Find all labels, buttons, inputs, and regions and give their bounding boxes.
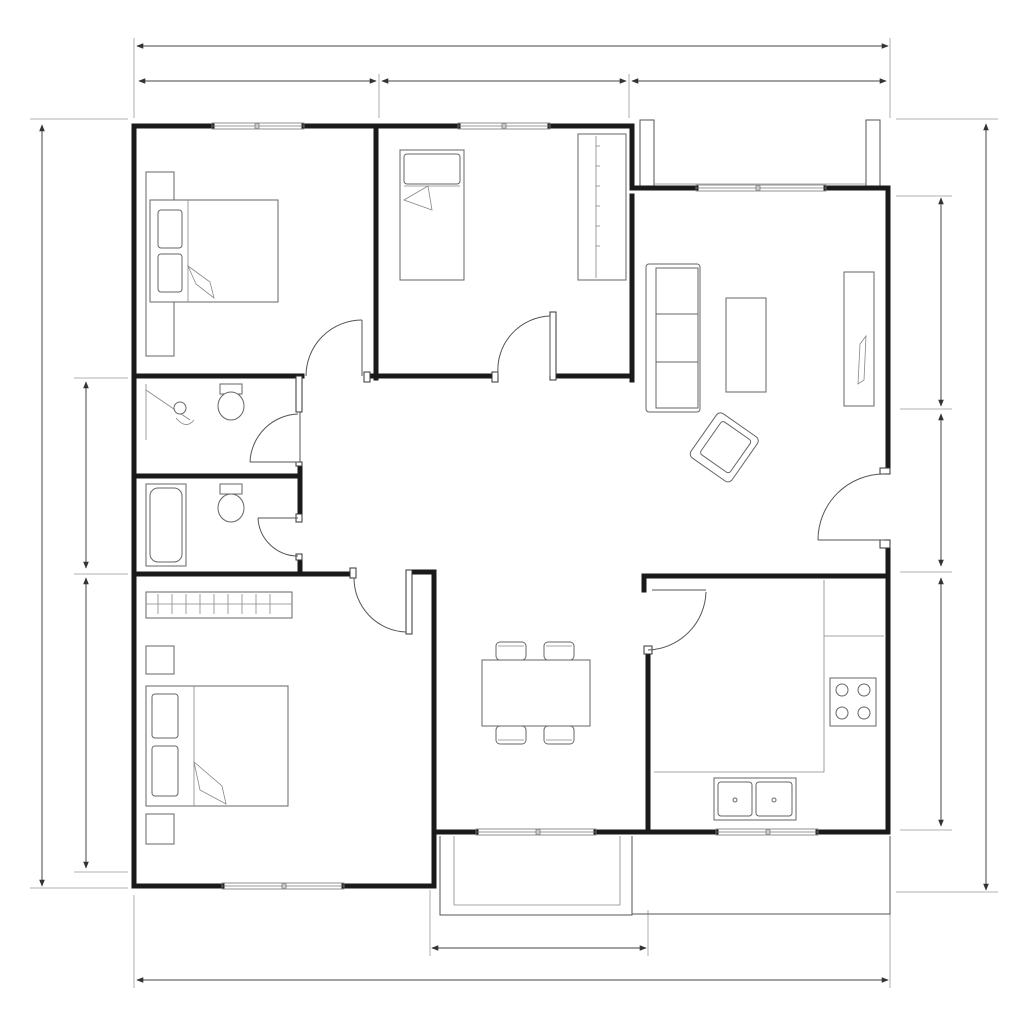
tv-cabinet-living bbox=[843, 271, 875, 407]
double-bed-bedroom-3 bbox=[145, 685, 289, 807]
bedroom-1 bbox=[145, 171, 279, 357]
wardrobe-bedroom-3 bbox=[145, 591, 293, 619]
nightstand-bedroom-3-top bbox=[145, 645, 175, 675]
wardrobe-bedroom-2 bbox=[577, 133, 627, 281]
dining-chair-bottom-left bbox=[495, 725, 527, 745]
toilet-bathroom-1 bbox=[217, 383, 245, 421]
door-bathroom-1 bbox=[249, 412, 301, 463]
door-bedroom-2 bbox=[497, 315, 551, 376]
armchair-living bbox=[689, 412, 759, 483]
double-sink bbox=[713, 777, 797, 821]
single-bed-bedroom-2 bbox=[399, 149, 465, 281]
door-bedroom-1 bbox=[305, 319, 363, 377]
door-entrance bbox=[817, 473, 885, 541]
nightstand-bedroom-3-bottom bbox=[145, 813, 175, 845]
bedroom-3 bbox=[145, 591, 293, 845]
door-kitchen bbox=[647, 589, 707, 651]
dining-area bbox=[481, 641, 591, 745]
kitchen-counter bbox=[654, 580, 825, 773]
dining-chair-top-left bbox=[495, 641, 527, 661]
doors bbox=[249, 315, 885, 651]
dimension-lines bbox=[30, 38, 998, 988]
dining-chair-top-right bbox=[543, 641, 575, 661]
double-bed-bedroom-1 bbox=[149, 199, 279, 303]
windows bbox=[211, 122, 827, 890]
balcony-bottom bbox=[439, 836, 891, 916]
shower-bathroom-1 bbox=[145, 384, 195, 440]
bedroom-2 bbox=[399, 133, 627, 281]
dining-chair-bottom-right bbox=[543, 725, 575, 745]
balcony-top-right bbox=[639, 119, 881, 186]
door-bathroom-2 bbox=[257, 517, 299, 557]
cooktop bbox=[829, 677, 877, 727]
sofa-living bbox=[645, 263, 701, 413]
dining-table bbox=[481, 659, 591, 727]
coffee-table-living bbox=[725, 297, 767, 393]
living-room bbox=[645, 263, 875, 483]
door-jambs bbox=[295, 311, 891, 655]
walls bbox=[131, 123, 891, 889]
door-bedroom-3 bbox=[353, 577, 407, 633]
bathroom-2 bbox=[145, 483, 245, 567]
bathtub-bathroom-2 bbox=[145, 483, 187, 567]
kitchen bbox=[654, 580, 884, 821]
toilet-bathroom-2 bbox=[217, 483, 245, 523]
extension-lines bbox=[30, 38, 998, 988]
bathroom-1 bbox=[145, 383, 245, 440]
